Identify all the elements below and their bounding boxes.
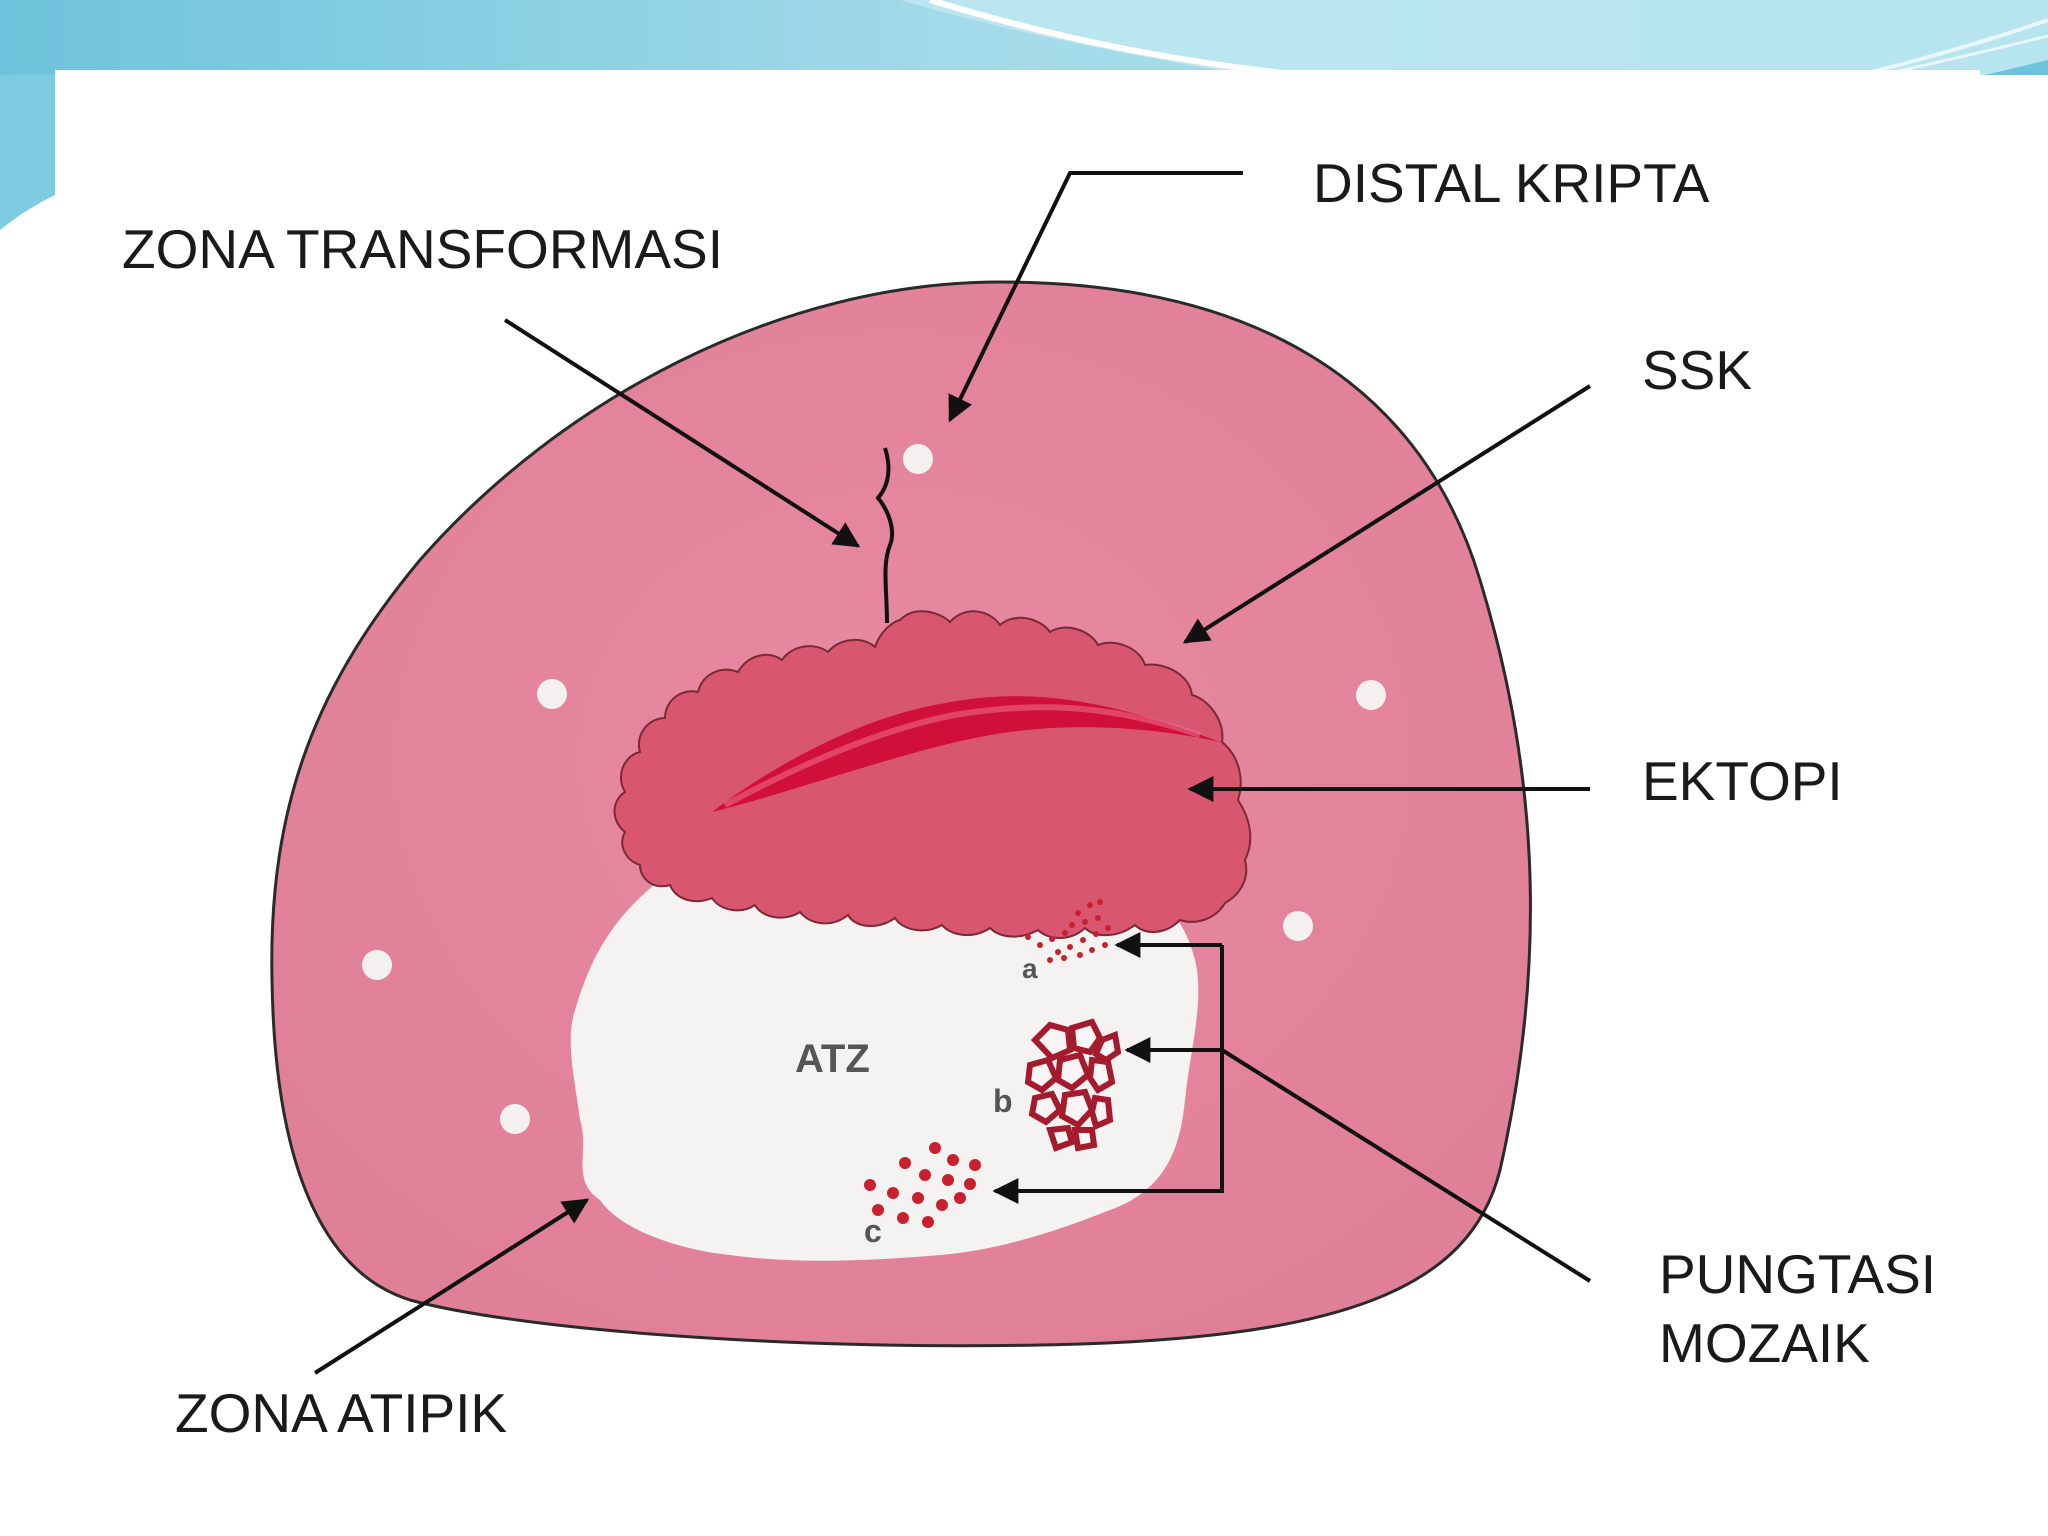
label-pungtasi: PUNGTASI	[1659, 1243, 1936, 1305]
label-b: b	[993, 1083, 1013, 1119]
atz-region	[570, 861, 1199, 1261]
header-banner	[0, 0, 2048, 230]
label-mozaik: MOZAIK	[1659, 1312, 1870, 1374]
transformation-zone-bracket	[875, 447, 895, 624]
arrow-c	[992, 945, 1224, 1204]
gland-openings	[362, 444, 1386, 1134]
label-zona-atipik: ZONA ATIPIK	[175, 1382, 507, 1444]
ectopy-region	[613, 610, 1252, 939]
arrow-zona-atipik	[313, 1198, 590, 1375]
label-ssk: SSK	[1642, 339, 1752, 401]
label-distal-kripta: DISTAL KRIPTA	[1313, 152, 1710, 214]
label-a: a	[1022, 953, 1038, 984]
arrow-distal-kripta	[948, 171, 1243, 423]
punctation-coarse-c	[864, 1142, 981, 1228]
punctation-fine-a	[1025, 899, 1111, 963]
label-zona-transformasi: ZONA TRANSFORMASI	[122, 218, 723, 280]
label-c: c	[864, 1213, 882, 1249]
arrow-ssk	[1182, 384, 1592, 644]
line-pungtasi-mozaik	[1220, 1048, 1592, 1283]
leader-lines	[313, 171, 1592, 1375]
mosaic-b	[1024, 1018, 1122, 1152]
arrow-zona-transformasi	[503, 318, 861, 548]
external-os	[712, 696, 1220, 812]
label-ektopi: EKTOPI	[1642, 750, 1843, 812]
label-atz: ATZ	[795, 1037, 870, 1081]
